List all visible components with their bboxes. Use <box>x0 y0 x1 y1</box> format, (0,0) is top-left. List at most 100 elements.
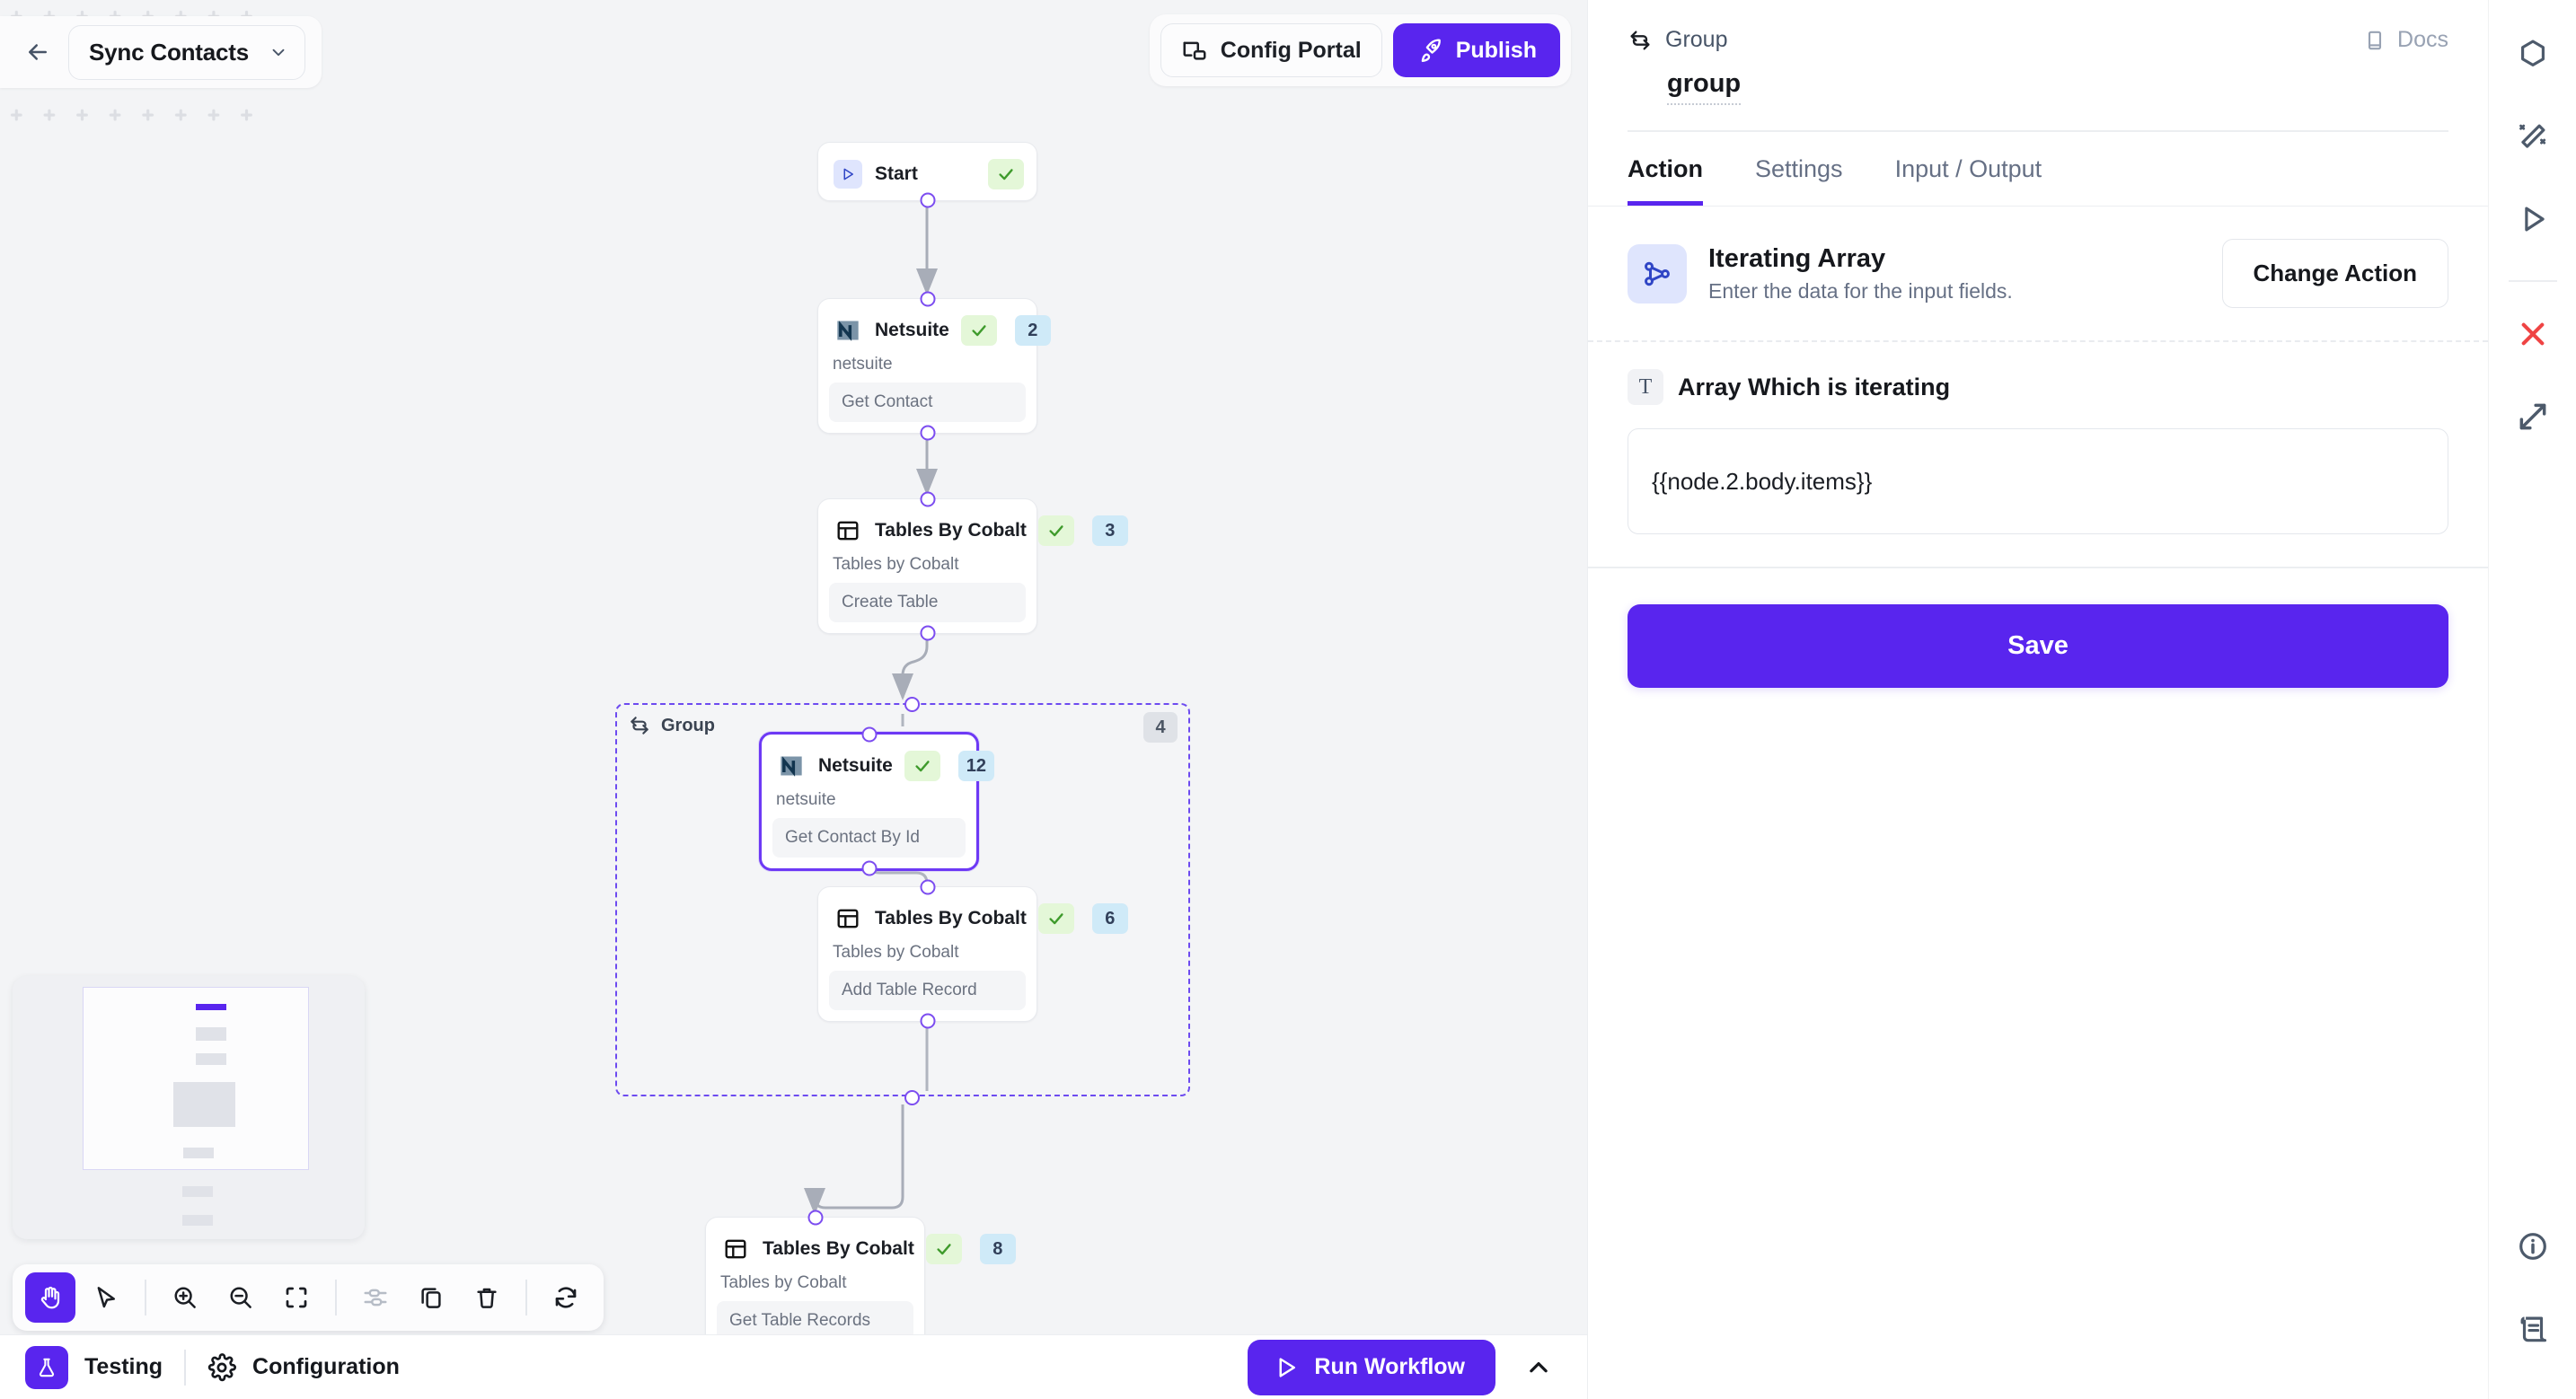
node-tables-6[interactable]: Tables By Cobalt 6 Tables by Cobalt Add … <box>817 879 1128 1029</box>
node-tables-3-status-check <box>1037 515 1074 546</box>
node-tables-6-subtitle: Tables by Cobalt <box>833 943 959 962</box>
workflow-canvas[interactable]: Group 4 Start <box>0 0 1587 1399</box>
gear-icon[interactable] <box>207 1352 236 1382</box>
node-netsuite-2-port-out[interactable] <box>920 425 935 441</box>
trash-icon[interactable] <box>462 1272 512 1323</box>
branch-nodes-icon <box>1628 243 1687 304</box>
node-netsuite-12-port-in[interactable] <box>861 726 877 743</box>
scroll-document-icon[interactable] <box>2502 1298 2563 1359</box>
node-tables-6-port-out[interactable] <box>920 1013 935 1029</box>
node-netsuite-12-port-out[interactable] <box>861 860 877 876</box>
node-netsuite-2-port-in[interactable] <box>920 291 935 307</box>
close-x-icon[interactable] <box>2502 304 2563 365</box>
workflow-minimap[interactable] <box>13 976 365 1239</box>
tab-input-output[interactable]: Input / Output <box>1894 154 2042 182</box>
netsuite-icon <box>833 315 863 346</box>
node-netsuite-12-status-check <box>904 751 940 781</box>
config-portal-label: Config Portal <box>1220 37 1362 63</box>
hexagon-icon[interactable] <box>2502 23 2563 84</box>
group-port-bottom[interactable] <box>904 1090 920 1105</box>
node-tables-8-title: Tables By Cobalt <box>763 1238 914 1259</box>
window-split-icon <box>1183 41 1206 60</box>
info-circle-icon[interactable] <box>2502 1216 2563 1277</box>
group-port-top[interactable] <box>904 697 920 712</box>
config-portal-button[interactable]: Config Portal <box>1160 23 1382 77</box>
node-tables-3-action[interactable]: Create Table <box>829 583 1026 622</box>
netsuite-icon <box>776 751 807 781</box>
node-tables-6-port-in[interactable] <box>920 879 935 895</box>
pointer-icon[interactable] <box>81 1272 131 1323</box>
node-netsuite-12-action[interactable]: Get Contact By Id <box>772 818 966 858</box>
loop-icon <box>631 717 648 735</box>
node-netsuite-2-action[interactable]: Get Contact <box>829 383 1026 422</box>
node-netsuite-2[interactable]: Netsuite 2 netsuite Get Contact <box>817 291 1051 441</box>
inspector-panel: Group Docs group Action Settings Input /… <box>1587 0 2488 1399</box>
node-tables-3[interactable]: Tables By Cobalt 3 Tables by Cobalt Crea… <box>817 491 1128 641</box>
refresh-icon[interactable] <box>541 1272 591 1323</box>
array-field-block: T Array Which is iterating {{node.2.body… <box>1588 342 2488 567</box>
align-sliders-icon[interactable] <box>350 1272 401 1323</box>
node-tables-6-status-check <box>1037 903 1074 934</box>
loop-icon <box>1630 31 1650 49</box>
tab-settings[interactable]: Settings <box>1755 154 1843 182</box>
panel-node-type: Group <box>1628 27 1727 53</box>
chevron-up-icon[interactable] <box>1515 1344 1562 1391</box>
toolbar-divider <box>525 1280 527 1315</box>
right-rail <box>2488 0 2576 1399</box>
bottom-bar: Testing Configuration Run Workflow <box>0 1334 1587 1399</box>
node-name-field[interactable]: group <box>1667 69 1742 105</box>
workflow-name: Sync Contacts <box>89 38 250 66</box>
expand-arrows-icon[interactable] <box>2502 386 2563 447</box>
node-tables-8-subtitle: Tables by Cobalt <box>720 1273 847 1292</box>
node-tables-8-port-in[interactable] <box>807 1210 823 1226</box>
copy-icon[interactable] <box>406 1272 456 1323</box>
node-netsuite-12-title: Netsuite <box>818 755 893 776</box>
save-button[interactable]: Save <box>1628 603 2448 688</box>
pan-hand-icon[interactable] <box>25 1272 75 1323</box>
arrow-left-icon <box>29 44 47 60</box>
play-triangle-icon[interactable] <box>2502 189 2563 250</box>
node-tables-3-port-out[interactable] <box>920 625 935 641</box>
node-tables-6-action[interactable]: Add Table Record <box>829 971 1026 1010</box>
configuration-label[interactable]: Configuration <box>252 1354 400 1379</box>
zoom-in-icon[interactable] <box>160 1272 210 1323</box>
text-type-icon: T <box>1628 369 1663 406</box>
publish-button[interactable]: Publish <box>1392 23 1560 77</box>
flask-icon[interactable] <box>25 1345 68 1389</box>
node-start[interactable]: Start <box>817 142 1037 208</box>
node-start-port-out[interactable] <box>920 192 935 208</box>
fit-view-icon[interactable] <box>271 1272 322 1323</box>
chevron-down-icon <box>272 48 285 57</box>
table-icon <box>833 903 863 934</box>
node-tables-8[interactable]: Tables By Cobalt 8 Tables by Cobalt Get … <box>705 1210 1016 1359</box>
panel-node-type-label: Group <box>1665 27 1728 52</box>
change-action-button[interactable]: Change Action <box>2221 239 2448 309</box>
rail-divider <box>2508 280 2557 282</box>
bottombar-divider <box>184 1349 187 1386</box>
action-title: Iterating Array <box>1708 243 1886 273</box>
back-button[interactable] <box>20 34 56 70</box>
panel-divider <box>1628 130 2448 132</box>
array-field-input[interactable]: {{node.2.body.items}} <box>1628 428 2448 535</box>
node-netsuite-2-subtitle: netsuite <box>833 355 893 374</box>
testing-label[interactable]: Testing <box>84 1354 163 1379</box>
tab-action[interactable]: Action <box>1628 132 1703 206</box>
run-workflow-button[interactable]: Run Workflow <box>1248 1339 1495 1395</box>
node-netsuite-2-header: Netsuite 2 <box>818 308 1051 353</box>
minimap-node <box>173 1082 235 1127</box>
array-field-label: Array Which is iterating <box>1678 373 1951 400</box>
group-count-badge: 4 <box>1143 712 1178 743</box>
book-icon <box>2368 31 2382 49</box>
zoom-out-icon[interactable] <box>216 1272 266 1323</box>
toolbar-divider <box>335 1280 337 1315</box>
workflow-select[interactable]: Sync Contacts <box>68 24 306 80</box>
table-icon <box>720 1234 751 1264</box>
node-tables-3-port-in[interactable] <box>920 491 935 507</box>
node-netsuite-2-status-check <box>960 315 997 346</box>
node-netsuite-12[interactable]: Netsuite 12 netsuite Get Contact By Id <box>759 726 994 876</box>
docs-button[interactable]: Docs <box>2363 27 2448 53</box>
magic-wand-icon[interactable] <box>2502 106 2563 167</box>
minimap-node <box>196 1053 226 1065</box>
node-tables-3-title: Tables By Cobalt <box>875 520 1027 541</box>
panel-header: Group Docs group <box>1588 0 2488 132</box>
